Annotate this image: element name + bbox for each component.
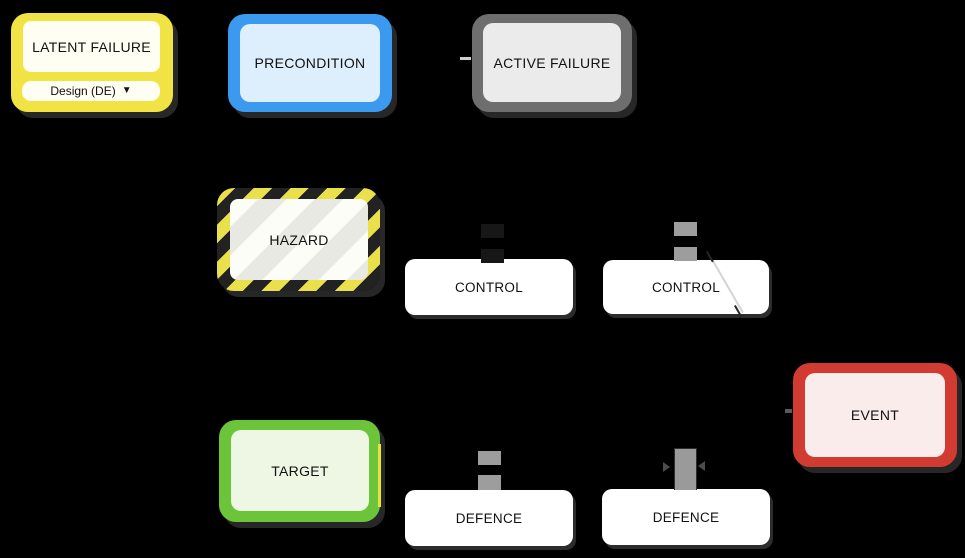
connector-stub: [460, 57, 471, 60]
control-right-label: CONTROL: [651, 279, 721, 295]
barrier-segment-icon: [481, 249, 504, 263]
active-failure-label: ACTIVE FAILURE: [493, 54, 611, 71]
latent-failure-label-box: LATENT FAILURE: [23, 21, 160, 72]
barrier-segment-icon: [478, 475, 501, 490]
active-failure-label-box: ACTIVE FAILURE: [483, 23, 621, 102]
target-label-box: TARGET: [231, 430, 369, 511]
event-label-box: EVENT: [805, 373, 945, 457]
dropdown-value: Design (DE): [50, 84, 116, 98]
node-control-left[interactable]: CONTROL: [405, 259, 573, 315]
defence-right-label: DEFENCE: [652, 509, 720, 525]
node-hazard[interactable]: HAZARD: [217, 188, 380, 291]
latent-failure-label: LATENT FAILURE: [32, 38, 151, 55]
chevron-left-icon: [698, 461, 705, 471]
node-defence-right[interactable]: DEFENCE: [602, 489, 770, 545]
barrier-bar-icon: [674, 448, 697, 490]
node-event[interactable]: EVENT: [793, 363, 957, 467]
node-control-right[interactable]: CONTROL: [603, 260, 769, 314]
control-left-label: CONTROL: [454, 279, 524, 295]
hazard-label-box: HAZARD: [230, 199, 368, 280]
node-latent-failure[interactable]: LATENT FAILURE Design (DE) ▼: [11, 13, 173, 112]
chevron-right-icon: [663, 462, 670, 472]
barrier-segment-icon: [674, 247, 697, 261]
event-label: EVENT: [850, 407, 900, 423]
target-label: TARGET: [271, 462, 329, 479]
target-edge-line: [378, 444, 381, 507]
hazard-label: HAZARD: [269, 231, 329, 248]
precondition-label-box: PRECONDITION: [240, 24, 380, 102]
latent-failure-type-dropdown[interactable]: Design (DE) ▼: [22, 81, 160, 101]
precondition-label: PRECONDITION: [254, 55, 366, 71]
node-precondition[interactable]: PRECONDITION: [228, 14, 392, 112]
barrier-segment-icon: [478, 451, 501, 465]
node-target[interactable]: TARGET: [219, 420, 380, 522]
defence-left-label: DEFENCE: [455, 510, 523, 526]
barrier-segment-icon: [674, 222, 697, 236]
chevron-down-icon: ▼: [121, 85, 132, 96]
node-defence-left[interactable]: DEFENCE: [405, 490, 573, 546]
connector-stub: [785, 409, 792, 413]
barrier-segment-icon: [481, 224, 504, 238]
node-active-failure[interactable]: ACTIVE FAILURE: [472, 14, 632, 112]
